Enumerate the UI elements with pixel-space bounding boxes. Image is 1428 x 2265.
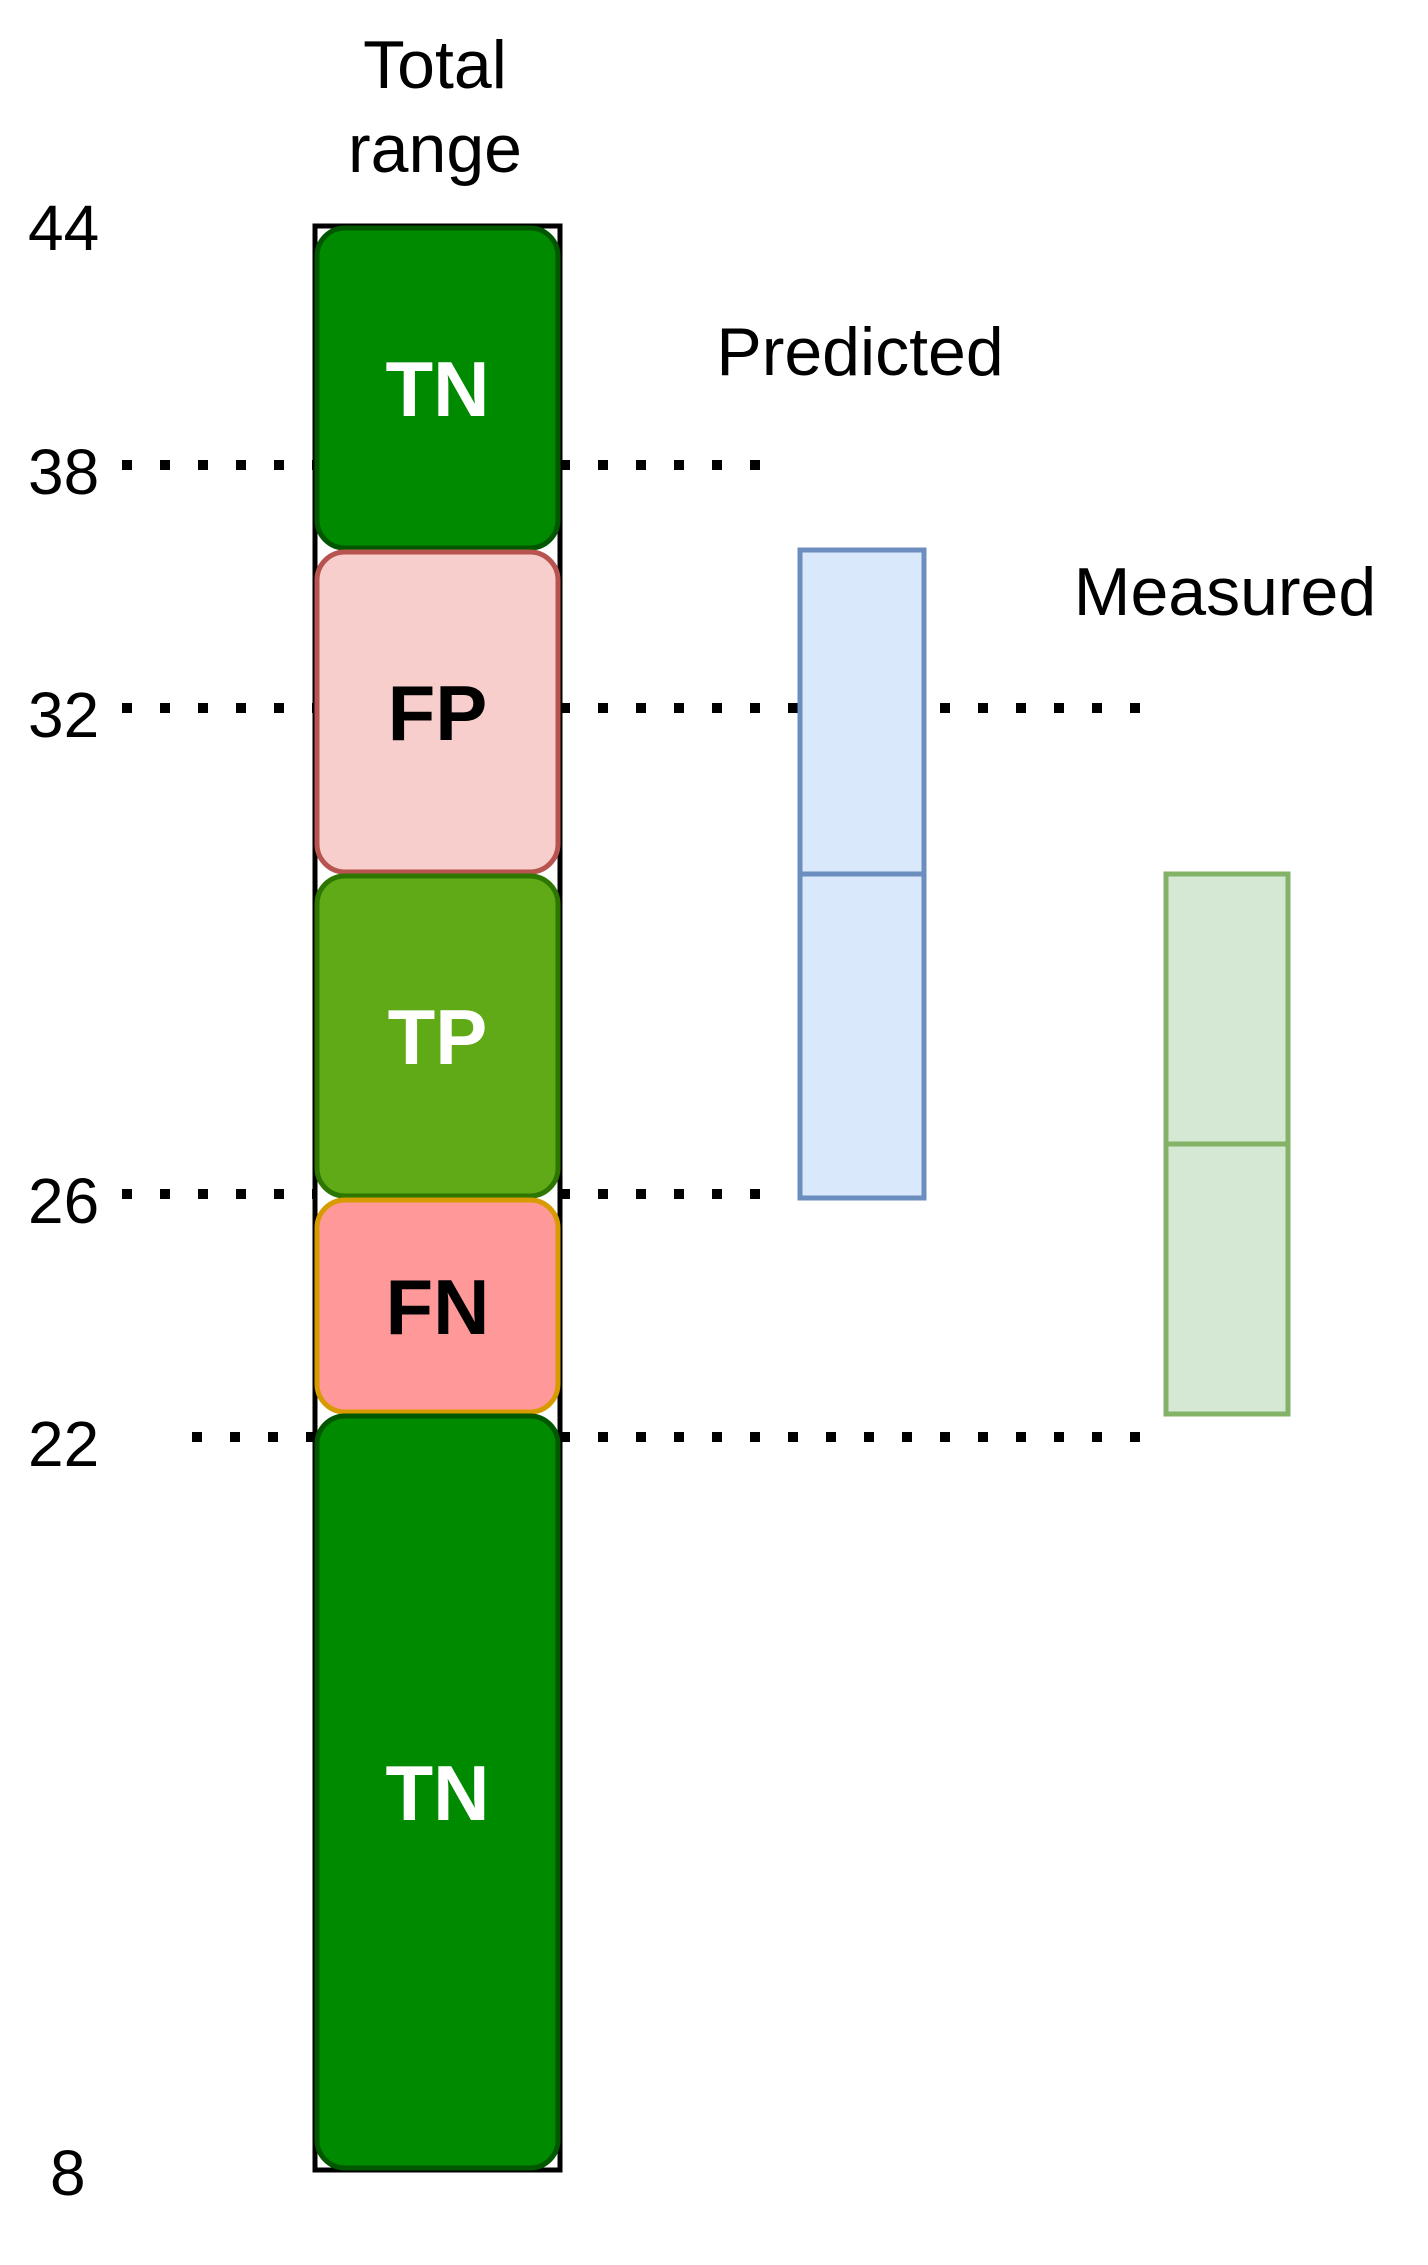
total-range-title-line1: Total <box>363 27 507 103</box>
tick-label-44: 44 <box>28 192 99 264</box>
segment-tn-top-box <box>314 225 561 551</box>
tick-label-32: 32 <box>28 679 99 751</box>
total-range-title-line2: range <box>348 111 522 187</box>
segment-tn-bottom: TN <box>314 1413 561 2171</box>
segment-fp-box <box>314 549 561 875</box>
segment-tn-bottom-box <box>314 1413 561 2171</box>
tick-label-8: 8 <box>50 2137 86 2209</box>
segment-fn-box <box>314 1197 561 1415</box>
segment-fp: FP <box>314 549 561 875</box>
tick-label-26: 26 <box>28 1165 99 1237</box>
predicted-label: Predicted <box>716 314 1003 390</box>
segment-fn: FN <box>314 1197 561 1415</box>
tick-label-38: 38 <box>28 436 99 508</box>
tick-label-22: 22 <box>28 1408 99 1480</box>
segment-tp-label: TP <box>388 993 488 1081</box>
segment-fn-label: FN <box>386 1263 490 1351</box>
segment-tn-bottom-label: TN <box>386 1749 490 1837</box>
segment-tn-top-label: TN <box>386 345 490 433</box>
segment-tp: TP <box>314 873 561 1199</box>
segment-tp-box <box>314 873 561 1199</box>
segment-tn-top: TN <box>314 225 561 551</box>
segment-fp-label: FP <box>388 669 488 757</box>
measured-label: Measured <box>1074 554 1376 630</box>
